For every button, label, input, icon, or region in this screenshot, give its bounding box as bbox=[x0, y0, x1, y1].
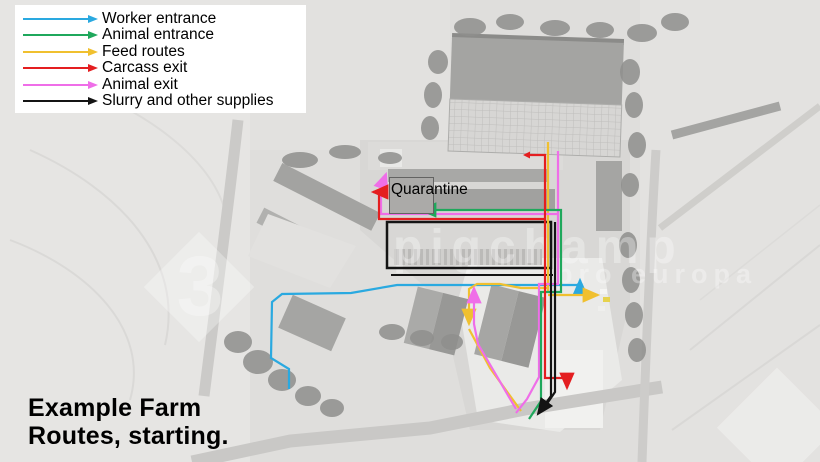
trees-hedges bbox=[224, 13, 782, 417]
route-animal-exit-central bbox=[466, 285, 517, 410]
legend-item-carcass-exit: Carcass exit bbox=[22, 60, 300, 76]
watermark-brand: pigchamp bbox=[393, 221, 684, 274]
legend-item-animal-exit: Animal exit bbox=[22, 75, 300, 93]
carcass-route-arrow-icon bbox=[23, 64, 98, 73]
watermark-subtitle: pro europa bbox=[556, 259, 757, 289]
page-title: Example Farm Routes, starting. bbox=[28, 394, 229, 450]
page-title-line2: Routes, starting. bbox=[28, 422, 229, 450]
quarantine-box bbox=[389, 177, 434, 214]
worker-route-arrow-icon bbox=[23, 15, 98, 23]
legend-item-animal-entrance: Animal entrance bbox=[22, 27, 300, 43]
legend-label: Worker entrance bbox=[102, 10, 217, 27]
legend-label: Animal entrance bbox=[102, 26, 215, 44]
route-animal-exit-quarantine bbox=[373, 171, 558, 216]
roads bbox=[190, 103, 820, 462]
routes-layer bbox=[269, 142, 601, 420]
route-carcass-quarantine bbox=[370, 184, 545, 221]
route-carcass-main bbox=[529, 153, 575, 391]
legend-label: Feed routes bbox=[102, 42, 185, 60]
animal-exit-route-arrow-icon bbox=[23, 80, 98, 89]
route-carcass-start-arrow bbox=[523, 151, 530, 159]
route-feed-road-exit bbox=[468, 328, 522, 412]
legend-item-slurry-supplies: Slurry and other supplies bbox=[22, 91, 300, 109]
legend-label: Slurry and other supplies bbox=[102, 91, 274, 109]
legend-label: Animal exit bbox=[102, 75, 178, 93]
route-slurry-line-b bbox=[543, 222, 557, 409]
watermark-digit: 3 bbox=[177, 239, 224, 333]
animal-entrance-route-arrow-icon bbox=[23, 31, 98, 40]
page-title-line1: Example Farm bbox=[28, 394, 202, 422]
legend-item-worker-entrance: Worker entrance bbox=[22, 11, 300, 27]
quarantine-label: Quarantine bbox=[391, 181, 468, 198]
feed-route-arrow-icon bbox=[23, 47, 98, 56]
legend-box: Worker entrance Animal entrance Feed rou… bbox=[15, 5, 306, 113]
legend-item-feed-routes: Feed routes bbox=[22, 42, 300, 60]
route-worker-entrance bbox=[269, 277, 588, 389]
legend-label: Carcass exit bbox=[102, 59, 188, 77]
route-animal-exit-trunk bbox=[515, 151, 560, 414]
slurry-route-arrow-icon bbox=[23, 96, 98, 105]
